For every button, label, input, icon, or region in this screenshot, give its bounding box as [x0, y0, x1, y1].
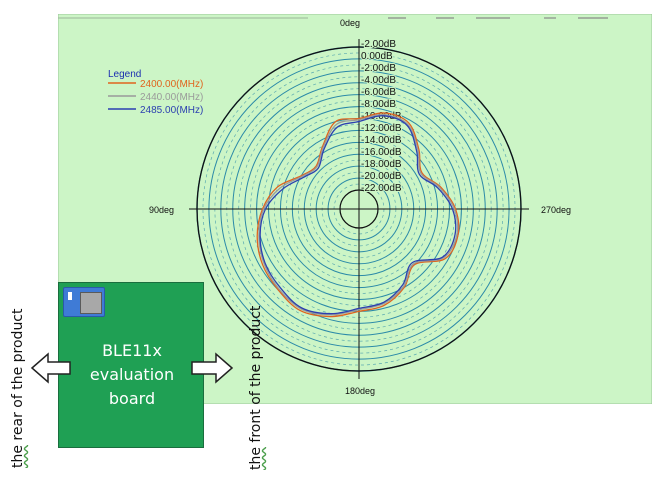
rear-of-product-label: the rear of the product [10, 308, 26, 469]
radial-tick-label: -2.00dB [361, 39, 396, 50]
radial-tick-label: -18.00dB [361, 159, 402, 170]
angle-label-left: 90deg [149, 205, 174, 215]
series-line-3 [259, 115, 457, 315]
radial-tick-label: 0.00dB [361, 51, 393, 62]
radial-tick-label: -10.00dB [361, 111, 402, 122]
board-label-line1: BLE11x [102, 341, 162, 360]
radial-tick-label: -14.00dB [361, 135, 402, 146]
radial-tick-label: -20.00dB [361, 171, 402, 182]
radial-tick-label: -12.00dB [361, 123, 402, 134]
legend-label-1: 2400.00(MHz) [140, 79, 203, 90]
radial-tick-label: -8.00dB [361, 99, 396, 110]
board-chip-icon [63, 287, 105, 317]
evaluation-board: BLE11x evaluation board [58, 282, 204, 448]
radial-tick-label: -2.00dB [361, 63, 396, 74]
front-of-product-label: the front of the product [248, 305, 264, 470]
radial-tick-label: -16.00dB [361, 147, 402, 158]
right-double-arrow-icon [191, 352, 234, 384]
angle-label-top: 0deg [340, 18, 360, 28]
board-label-line3: board [108, 389, 156, 408]
left-double-arrow-icon [30, 352, 71, 384]
legend-title: Legend [108, 69, 141, 80]
radial-tick-label: -22.00dB [361, 183, 402, 194]
board-label: BLE11x evaluation board [59, 339, 205, 411]
radial-tick-label: -6.00dB [361, 87, 396, 98]
angle-label-bottom: 180deg [345, 386, 375, 396]
radial-tick-label: -4.00dB [361, 75, 396, 86]
angle-label-right: 270deg [541, 205, 571, 215]
series-line-1 [256, 112, 460, 318]
legend-label-2: 2440.00(MHz) [140, 92, 203, 103]
series-line-2 [258, 113, 459, 316]
legend-label-3: 2485.00(MHz) [140, 105, 203, 116]
board-label-line2: evaluation [89, 365, 175, 384]
